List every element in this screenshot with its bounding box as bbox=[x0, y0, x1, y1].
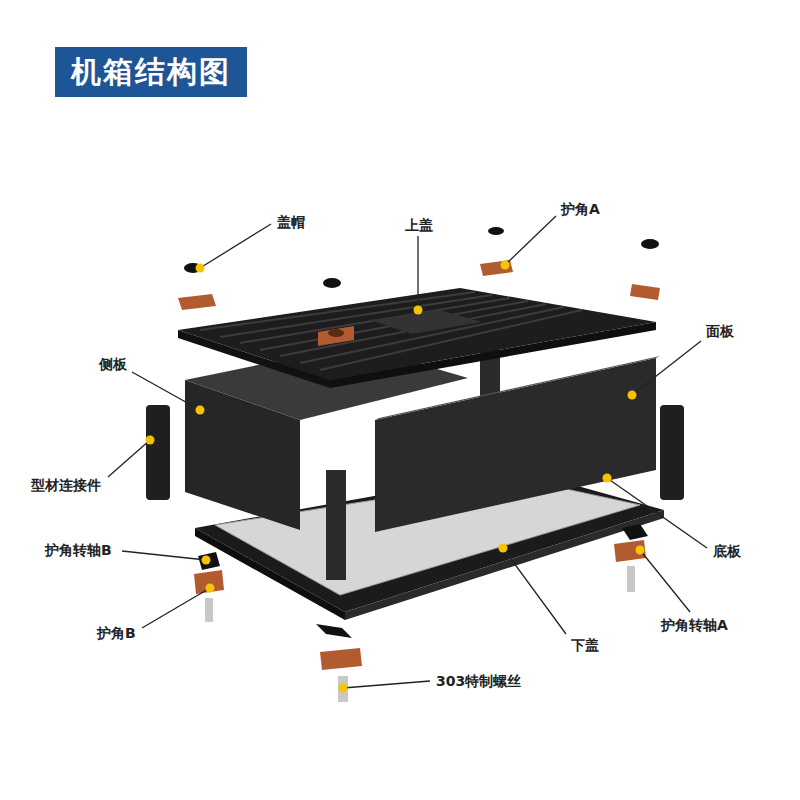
part-label: 底板 bbox=[712, 542, 742, 560]
top-lid-label-area bbox=[370, 310, 482, 334]
title: 机箱结构图 bbox=[71, 52, 231, 93]
cap bbox=[323, 278, 341, 288]
corner-guard bbox=[178, 294, 216, 310]
screw bbox=[205, 598, 213, 622]
corner-guard bbox=[614, 540, 646, 562]
cap bbox=[641, 239, 659, 249]
connector bbox=[326, 470, 346, 580]
corner-hole bbox=[328, 329, 344, 337]
corner-guard bbox=[320, 648, 362, 670]
leader-lines bbox=[108, 216, 707, 688]
corner-hinge bbox=[198, 552, 220, 570]
title-band: 机箱结构图 bbox=[55, 47, 247, 97]
screw bbox=[338, 676, 348, 702]
part-label: 303特制螺丝 bbox=[435, 672, 522, 690]
screw bbox=[627, 566, 635, 592]
part-label: 下盖 bbox=[570, 636, 600, 654]
top-lid-edge bbox=[330, 322, 656, 388]
part-label: 盖帽 bbox=[276, 213, 306, 231]
corner-hinge bbox=[622, 524, 648, 540]
front-panel bbox=[375, 358, 656, 532]
corner-guard bbox=[480, 260, 513, 276]
part-label: 护角A bbox=[560, 200, 601, 218]
profile-connector bbox=[660, 405, 684, 500]
corner-guard bbox=[630, 284, 660, 300]
part-label: 面板 bbox=[705, 322, 735, 340]
corner-hinge bbox=[316, 624, 352, 638]
top-lid-edge bbox=[178, 330, 330, 388]
cap bbox=[488, 227, 504, 235]
corner-guard bbox=[194, 570, 224, 594]
part-label: 护角转轴A bbox=[660, 616, 729, 634]
part-label: 上盖 bbox=[404, 216, 434, 234]
corner-guard bbox=[318, 326, 354, 346]
part-label: 侧板 bbox=[98, 355, 128, 373]
part-label: 型材连接件 bbox=[30, 476, 102, 494]
profile-connector bbox=[146, 405, 170, 500]
part-label: 护角转轴B bbox=[44, 541, 113, 559]
part-label: 护角B bbox=[96, 624, 137, 642]
callout-dots bbox=[146, 261, 645, 693]
cooling-fins bbox=[200, 292, 582, 370]
